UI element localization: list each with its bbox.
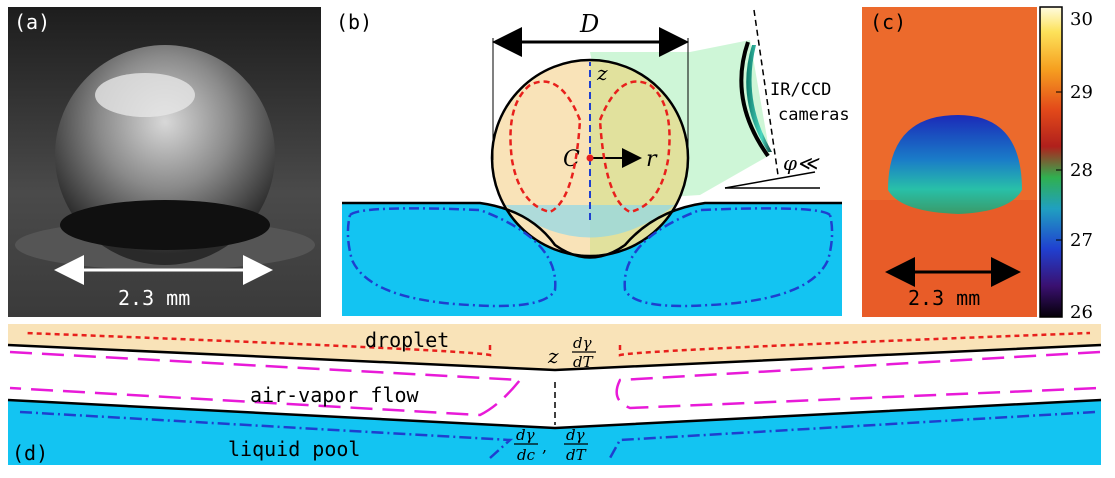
pool-flow-d-right <box>608 410 1096 459</box>
frac-c-den: dc <box>517 446 536 464</box>
pool-text: liquid pool <box>228 437 360 461</box>
center-point <box>586 154 594 162</box>
panel-c-label: (c) <box>870 10 906 34</box>
camera-label-2: cameras <box>778 105 850 125</box>
frac-c-num: dγ <box>516 426 535 444</box>
frac-comma: , <box>542 437 547 456</box>
diameter-label: D <box>579 10 599 38</box>
colorbar-tick-28: 28 <box>1070 160 1093 181</box>
colorbar-tick-30: 30 <box>1070 9 1093 30</box>
z-label: z <box>596 61 608 85</box>
panel-d-label: (d) <box>12 441 48 465</box>
z-label-d: z <box>547 344 559 368</box>
droplet-layer <box>8 324 1101 370</box>
colorbar <box>1039 6 1063 318</box>
frac-top-num: dγ <box>573 334 592 352</box>
droplet-flow-left <box>509 80 582 214</box>
droplet-highlight <box>95 73 195 117</box>
droplet-flow-right <box>598 80 671 214</box>
panel-c: (c) 2.3 mm 30 29 28 27 26 <box>862 6 1093 323</box>
droplet-shadow <box>60 200 270 250</box>
frac-top-den: dT <box>573 353 594 371</box>
camera-lens <box>746 45 772 152</box>
frac-t-den: dT <box>566 446 587 464</box>
pool-b <box>342 203 842 316</box>
panel-b: (b) D z r C IR/CCD cameras <box>336 9 850 316</box>
r-label: r <box>646 147 658 172</box>
droplet-flow-d-left <box>24 331 492 357</box>
colorbar-tick-29: 29 <box>1070 82 1093 103</box>
pool-layer <box>8 400 1101 465</box>
panel-d: droplet air-vapor flow liquid pool (d) z… <box>7 322 1102 465</box>
droplet-text: droplet <box>365 328 449 352</box>
panel-b-label: (b) <box>336 10 372 34</box>
panel-a-label: (a) <box>14 10 50 34</box>
scale-label-a: 2.3 mm <box>118 286 190 310</box>
air-flow-d-left <box>9 350 523 417</box>
frac-t-num: dγ <box>566 426 585 444</box>
colorbar-tick-27: 27 <box>1070 230 1093 251</box>
droplet-flow-d-right <box>618 331 1091 357</box>
air-flow-d-right <box>615 350 1101 410</box>
pool-flow-left <box>346 207 557 308</box>
scale-label-c: 2.3 mm <box>908 286 980 310</box>
air-text: air-vapor flow <box>250 383 420 407</box>
thermal-droplet <box>888 115 1022 214</box>
center-label: C <box>563 147 580 172</box>
angle-label: φ≪ <box>783 151 820 175</box>
panel-a: (a) 2.3 mm <box>8 7 321 317</box>
pool-flow-right <box>623 207 834 308</box>
colorbar-tick-26: 26 <box>1070 302 1093 323</box>
camera-label: IR/CCD <box>770 80 831 100</box>
pool-flow-d-left <box>19 410 514 459</box>
